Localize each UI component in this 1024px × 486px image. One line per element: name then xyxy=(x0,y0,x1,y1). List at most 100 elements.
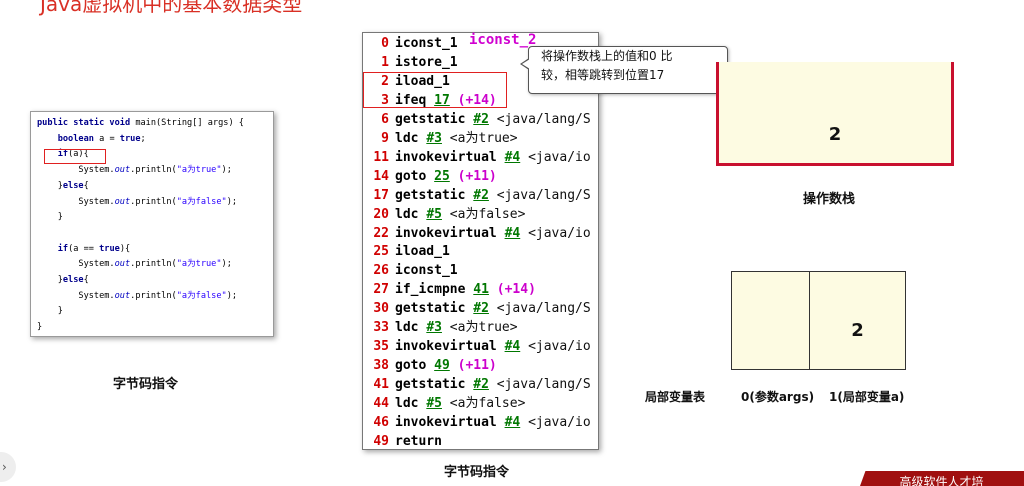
source-line: } xyxy=(37,210,63,225)
source-token: ); xyxy=(226,290,238,301)
bytecode-index: 1 xyxy=(381,54,389,70)
source-token: } xyxy=(37,306,63,317)
bytecode-row: 27 if_icmpne 41 (+14) xyxy=(363,280,598,299)
source-token: main(String[] args) { xyxy=(130,118,244,128)
bytecode-operand-link[interactable]: #2 xyxy=(473,187,489,203)
source-line: public static void main(String[] args) { xyxy=(37,116,244,131)
callout-line-1: 将操作数栈上的值和0 比 xyxy=(541,49,673,63)
bytecode-index: 44 xyxy=(373,396,389,412)
source-line: }else{ xyxy=(37,179,89,194)
chevron-right-icon[interactable]: › xyxy=(2,460,7,474)
source-token: { xyxy=(83,180,89,191)
iconst-2-label: iconst_2 xyxy=(469,32,537,48)
source-token: public static void xyxy=(37,118,131,128)
source-token: .println( xyxy=(130,165,177,176)
bytecode-operand-link[interactable]: #3 xyxy=(426,130,442,146)
lvt-caption: 局部变量表 xyxy=(645,390,706,404)
source-line: System.out.println("a为true"); xyxy=(37,163,232,178)
bytecode-opcode: getstatic xyxy=(395,187,466,203)
bytecode-opcode: goto xyxy=(395,168,427,184)
source-token: true xyxy=(99,243,120,254)
left-caption: 字节码指令 xyxy=(113,377,179,392)
source-token: out xyxy=(114,259,131,270)
source-token: a = xyxy=(93,133,120,144)
source-line: } xyxy=(37,320,42,335)
source-token: if xyxy=(57,243,69,254)
stack-value: 2 xyxy=(828,124,842,145)
bytecode-index: 41 xyxy=(373,377,389,393)
bytecode-opcode: invokevirtual xyxy=(395,339,497,355)
bytecode-opcode: ldc xyxy=(395,320,419,336)
bytecode-operand-link[interactable]: 41 xyxy=(473,282,489,298)
source-token: out xyxy=(114,290,131,301)
bytecode-opcode: goto xyxy=(395,358,427,374)
bytecode-operand-link[interactable]: #3 xyxy=(426,320,442,336)
bytecode-comment: <java/lang/S xyxy=(496,187,591,203)
bytecode-opcode: iconst_1 xyxy=(395,263,458,279)
bytecode-row: 38 goto 49 (+11) xyxy=(363,356,598,375)
bytecode-operand-link[interactable]: #4 xyxy=(504,415,521,430)
bytecode-operand-link[interactable]: 25 xyxy=(434,168,450,184)
bytecode-comment: <java/lang/S xyxy=(496,301,591,317)
bytecode-comment: <java/lang/S xyxy=(496,111,591,127)
slot-0-caption: 0(参数args) xyxy=(741,390,815,404)
bytecode-index: 38 xyxy=(373,358,389,374)
footer-text: 高级软件人才培 xyxy=(899,475,984,486)
bytecode-opcode: iconst_1 xyxy=(395,36,458,51)
bytecode-index: 9 xyxy=(381,130,389,146)
bytecode-offset: (+14) xyxy=(496,282,536,298)
source-token: boolean xyxy=(57,133,94,144)
bytecode-operand-link[interactable]: #4 xyxy=(504,225,521,241)
bytecode-operand-link[interactable]: #4 xyxy=(504,339,521,355)
bytecode-opcode: iload_1 xyxy=(395,73,450,89)
source-token: ){ xyxy=(119,243,131,254)
bytecode-operand-link[interactable]: #4 xyxy=(504,149,521,165)
iload-ifeq-highlight-box xyxy=(363,72,507,108)
bytecode-opcode: if_icmpne xyxy=(395,282,466,298)
source-token: .println( xyxy=(130,259,177,270)
callout-pointer-fill xyxy=(522,59,530,69)
source-token: } xyxy=(37,212,63,223)
source-line: boolean a = true; xyxy=(37,132,146,147)
bytecode-operand-link[interactable]: #2 xyxy=(473,301,489,317)
bytecode-operand-link[interactable]: 49 xyxy=(434,358,450,374)
lvt-slot-1: 2 xyxy=(810,272,905,369)
source-token: } xyxy=(37,180,63,191)
source-line: if(a){ xyxy=(37,147,89,162)
bytecode-operand-link[interactable]: 17 xyxy=(434,92,450,108)
slide-nav-button[interactable] xyxy=(0,452,16,482)
bytecode-index: 49 xyxy=(373,433,389,449)
slide-title-fragment: Java虚拟机中的基本数据类型 xyxy=(40,0,303,16)
source-line: } xyxy=(37,304,63,319)
bytecode-operand-link[interactable]: #2 xyxy=(473,111,489,127)
bytecode-offset: (+11) xyxy=(457,358,497,374)
source-token: out xyxy=(114,165,131,176)
bytecode-index: 33 xyxy=(373,320,389,336)
bytecode-opcode: ifeq xyxy=(395,92,427,108)
explanation-callout: 将操作数栈上的值和0 比 较，相等跳转到位置17 xyxy=(528,46,728,94)
local-variable-table: 2 xyxy=(731,271,906,370)
bytecode-operand-link[interactable]: #2 xyxy=(473,377,489,393)
source-token: "a为true" xyxy=(176,165,222,176)
bytecode-index: 27 xyxy=(373,282,389,298)
bytecode-opcode: ldc xyxy=(395,396,419,412)
bytecode-index: 6 xyxy=(381,111,389,127)
bytecode-index: 14 xyxy=(373,168,389,184)
bytecode-index: 0 xyxy=(381,36,389,51)
source-token: "a为false" xyxy=(176,196,227,207)
bytecode-operand-link[interactable]: #5 xyxy=(426,396,442,412)
source-token: { xyxy=(83,275,89,285)
bytecode-index: 20 xyxy=(373,206,389,222)
bytecode-offset: (+11) xyxy=(457,168,497,184)
bytecode-operand-link[interactable]: #5 xyxy=(426,206,442,222)
source-line: System.out.println("a为false"); xyxy=(37,195,237,210)
